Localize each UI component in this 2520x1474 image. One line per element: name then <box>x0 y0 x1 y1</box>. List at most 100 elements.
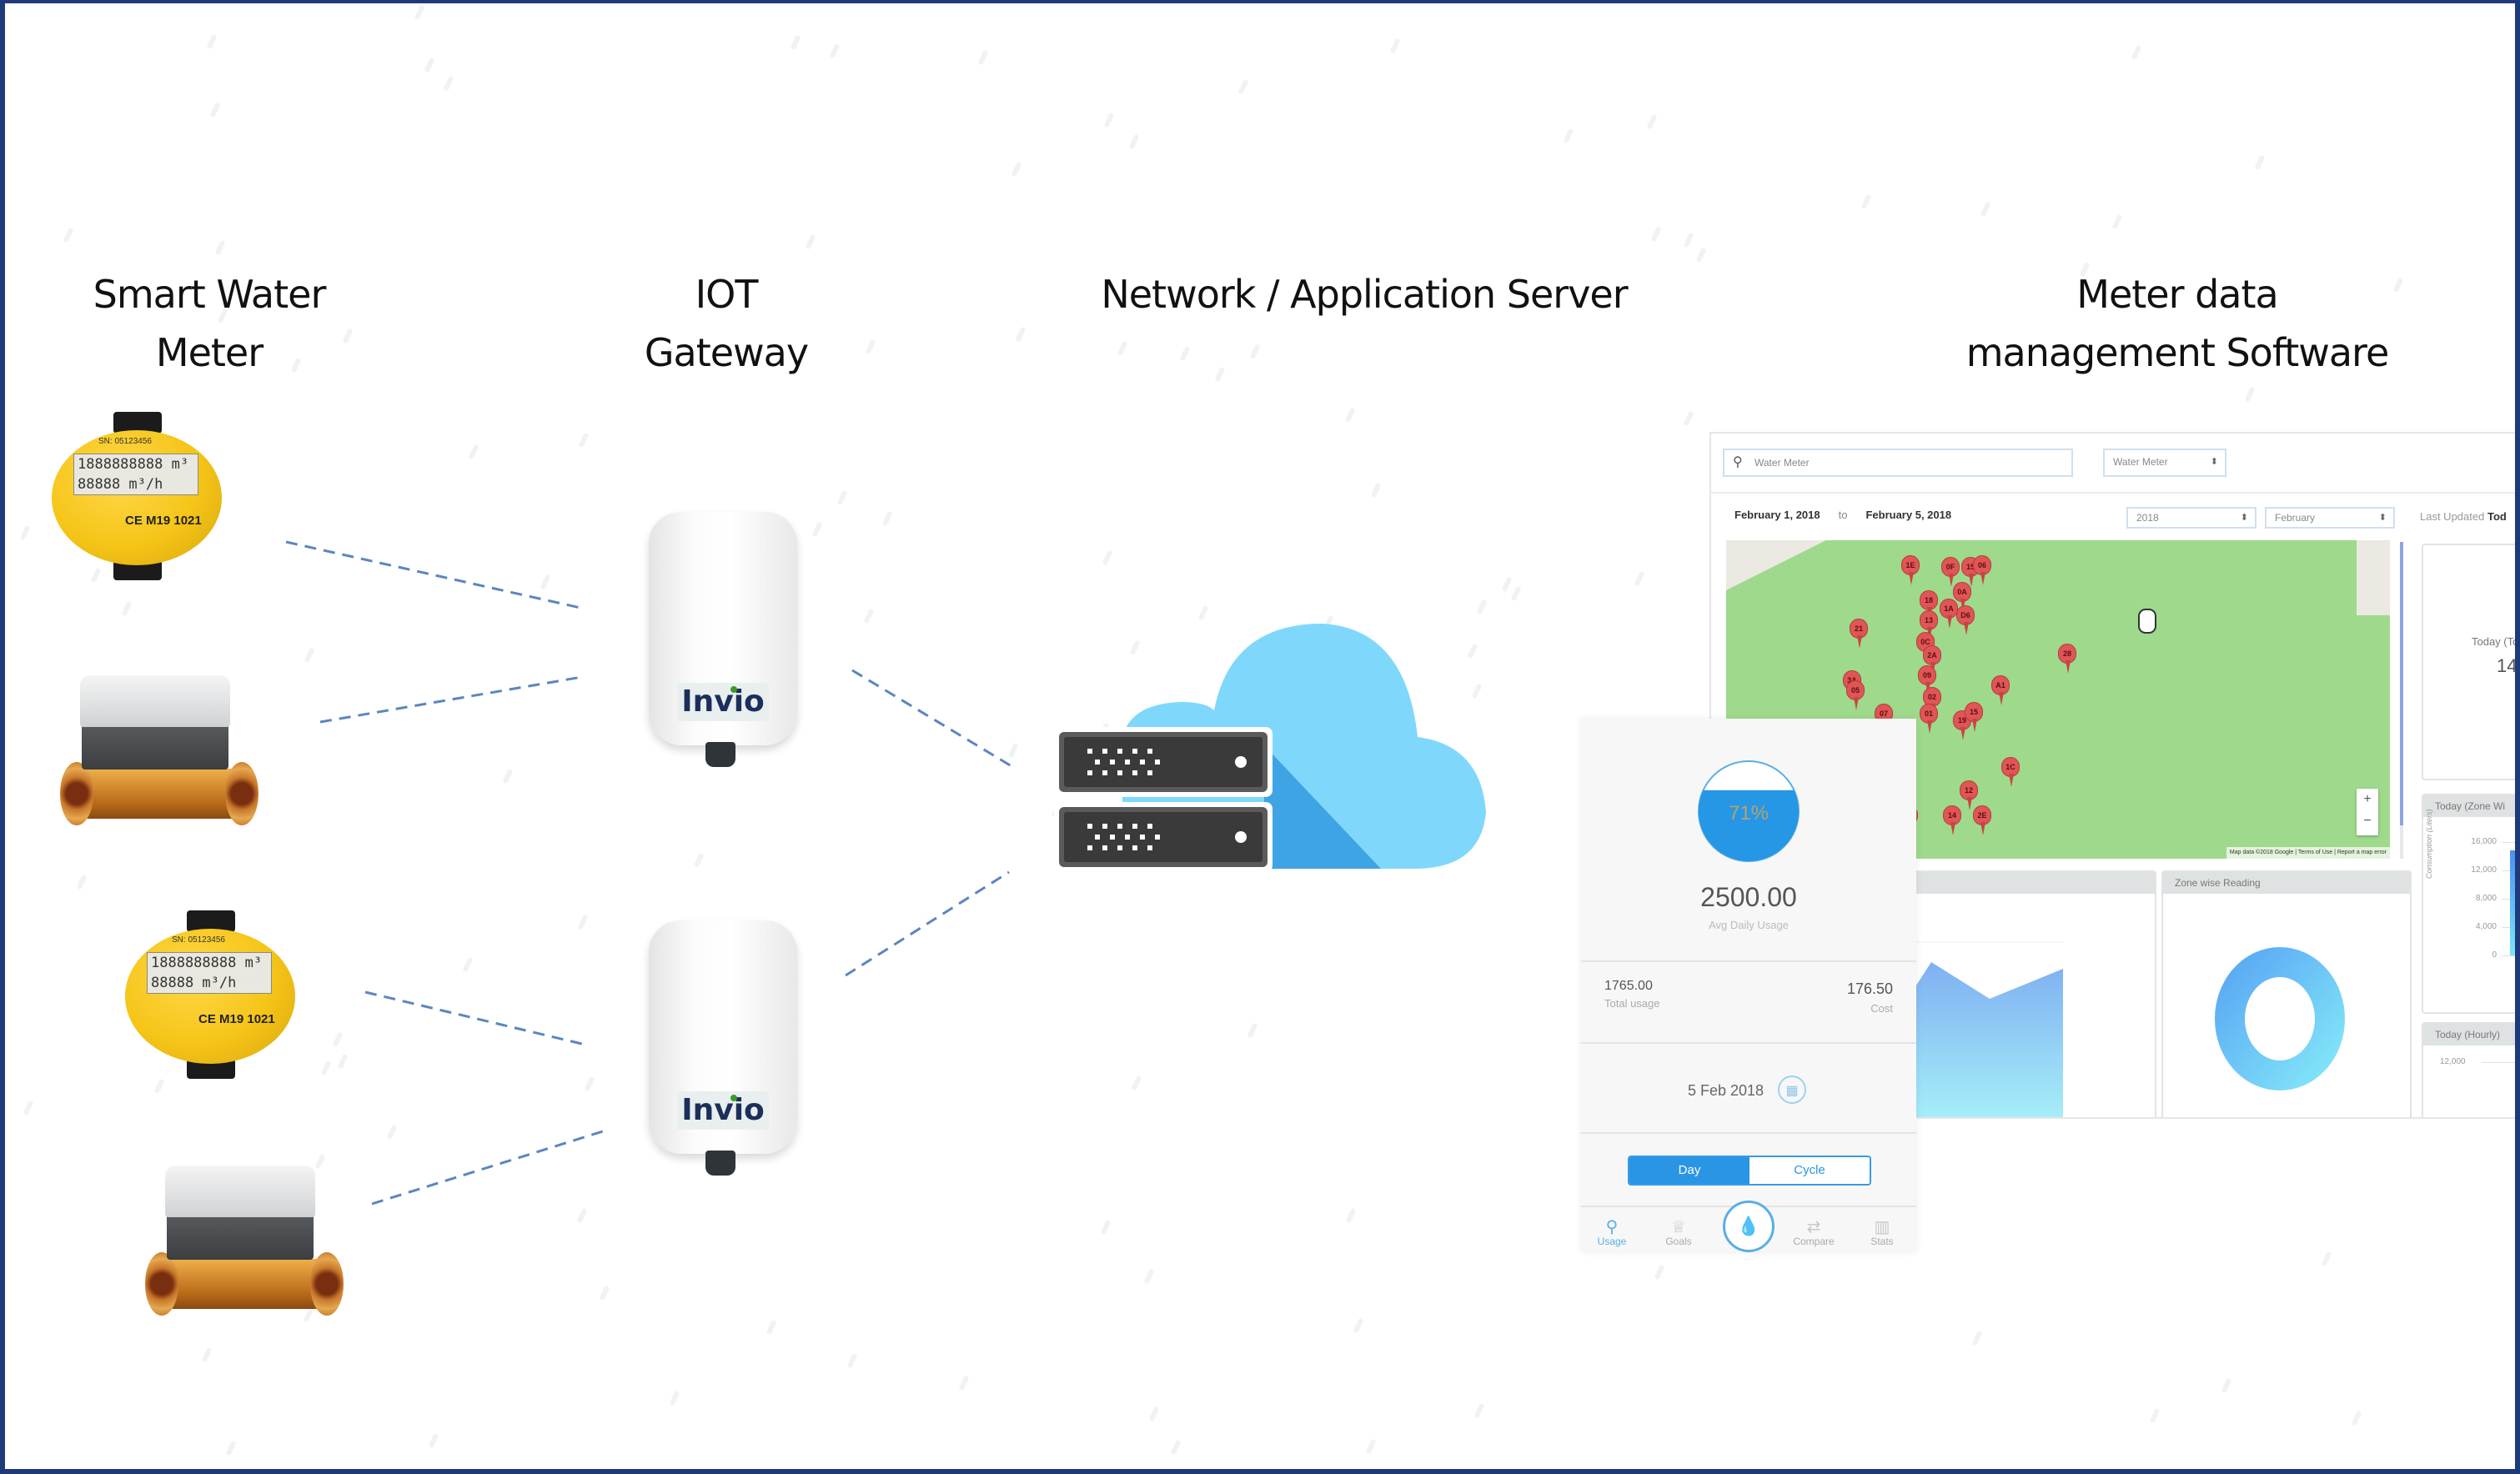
vent-dot <box>1147 749 1152 754</box>
tab-label: Stats <box>1870 1236 1894 1247</box>
usage-area-chart <box>1913 941 2063 1117</box>
map-pin[interactable]: 06 <box>1973 555 1991 585</box>
lcd-bottom-reading: 88888 m³/h <box>78 476 163 493</box>
scrollbar-track[interactable] <box>2400 542 2403 859</box>
y-tick: 8,000 <box>2475 894 2497 903</box>
hourly-panel: Today (Hourly) 12,000 <box>2422 1022 2515 1117</box>
select-arrow-icon: ⬍ <box>2210 457 2218 467</box>
meter-map[interactable]: 1E0F15060A181A13D6210C2A09283A05A1020701… <box>1726 540 2390 859</box>
vent-dot <box>1087 749 1092 754</box>
map-marker-selected[interactable] <box>2138 609 2156 634</box>
search-input[interactable]: ⚲ Water Meter <box>1723 449 2073 477</box>
meter-body <box>125 929 295 1064</box>
connector-lines <box>285 540 1017 1206</box>
panel-header: Zone wise Reading <box>2163 872 2410 894</box>
trophy-icon: ♕ <box>1671 1218 1686 1236</box>
gridline <box>2502 870 2515 871</box>
tab-stats[interactable]: ▥ Stats <box>1853 1219 1911 1247</box>
meter-pipe <box>148 1259 340 1309</box>
last-updated-label: Last Updated <box>2420 510 2485 523</box>
vent-dot <box>1155 835 1160 840</box>
divider <box>1581 1132 1916 1134</box>
panel-header <box>1913 872 2155 894</box>
pin-tail <box>1980 822 1985 835</box>
smart-water-meter-brass <box>60 675 259 842</box>
map-pin[interactable]: D6 <box>1956 605 1975 635</box>
y-tick: 12,000 <box>2440 1057 2466 1066</box>
zoom-out-button[interactable]: − <box>2363 814 2372 828</box>
pin-tail <box>1950 822 1955 835</box>
title-line: IOT <box>695 272 759 317</box>
title-line: management Software <box>1965 330 2390 375</box>
center-utilities-button[interactable]: 💧 <box>1723 1201 1775 1252</box>
map-pin[interactable]: A1 <box>1991 675 2010 705</box>
meter-connector-top <box>187 910 235 932</box>
date-from: February 1, 2018 <box>1734 509 1820 521</box>
map-report-link[interactable]: Report a map error <box>2337 850 2387 855</box>
meter-housing <box>82 721 228 770</box>
map-data-credit: Map data ©2018 Google <box>2229 850 2294 855</box>
tab-goals[interactable]: ♕ Goals <box>1649 1219 1708 1247</box>
connector-meter3-gateway2 <box>364 990 590 1047</box>
vent-dot <box>1132 824 1137 829</box>
month-select[interactable]: February⬍ <box>2265 507 2395 529</box>
vent-dot <box>1110 760 1115 765</box>
map-pin[interactable]: 12 <box>1960 780 1978 810</box>
vent-dot <box>1132 770 1137 775</box>
gateway-logo: Invio <box>677 1091 769 1130</box>
map-pin[interactable]: 05 <box>1846 680 1865 710</box>
panel-header: Today (Hourly) <box>2423 1024 2515 1045</box>
server-rack-icon <box>1054 727 1273 872</box>
cost-label: Cost <box>1870 1002 1893 1015</box>
map-pin[interactable]: 21 <box>1850 619 1868 649</box>
tab-label: Compare <box>1793 1236 1835 1247</box>
segment-cycle[interactable]: Cycle <box>1749 1157 1870 1184</box>
map-pin[interactable]: 2E <box>1973 805 1991 835</box>
year-select[interactable]: 2018⬍ <box>2126 507 2256 529</box>
pin-tail <box>1969 574 1974 587</box>
vent-dot <box>1117 749 1122 754</box>
map-pin[interactable]: 15 <box>1965 702 1983 732</box>
total-usage-label: Total usage <box>1604 997 1660 1010</box>
map-pin[interactable]: 1E <box>1901 555 1920 585</box>
donut-ring <box>2215 947 2345 1090</box>
usage-area-panel <box>1911 870 2156 1117</box>
selected-date: 5 Feb 2018 <box>1688 1082 1765 1099</box>
map-pin[interactable]: 14 <box>1943 805 1961 835</box>
vent-dot <box>1132 845 1137 850</box>
vent-dot <box>1147 770 1152 775</box>
tab-usage[interactable]: ⚲ Usage <box>1583 1219 1641 1247</box>
map-attribution: Map data ©2018 Google | Terms of Use | R… <box>2226 847 2390 859</box>
meter-type-select[interactable]: Water Meter⬍ <box>2103 449 2226 477</box>
pin-tail <box>2066 660 2071 674</box>
vent-dot <box>1155 760 1160 765</box>
divider <box>1581 1042 1916 1044</box>
map-pin[interactable]: 1C <box>2001 757 2020 787</box>
meter-serial: SN: 05123456 <box>98 437 152 446</box>
select-arrow-icon: ⬍ <box>2240 513 2248 523</box>
pin-tail <box>2009 774 2014 787</box>
vent-dot <box>1117 845 1122 850</box>
map-pin[interactable]: 28 <box>2058 644 2076 674</box>
vent-dot <box>1102 824 1107 829</box>
gridline <box>2502 955 2515 956</box>
select-arrow-icon: ⬍ <box>2378 513 2387 523</box>
map-terms-link[interactable]: Terms of Use <box>2297 850 2333 855</box>
zoom-in-button[interactable]: + <box>2363 792 2372 806</box>
tab-compare[interactable]: ⇄ Compare <box>1785 1219 1843 1247</box>
title-line: Meter <box>155 330 264 375</box>
pin-tail <box>1949 574 1954 587</box>
map-pin[interactable]: 1A <box>1940 599 1958 629</box>
segment-day[interactable]: Day <box>1629 1157 1749 1184</box>
date-to: February 5, 2018 <box>1865 509 1952 521</box>
map-pin[interactable]: 0F <box>1941 557 1960 587</box>
cloud-server-illustration <box>1054 624 1486 872</box>
scrollbar-thumb[interactable] <box>2400 542 2403 825</box>
map-land <box>2357 540 2390 615</box>
pin-tail <box>1909 572 1914 585</box>
stats-icon: ▥ <box>1874 1218 1890 1236</box>
calendar-button[interactable]: ▦ <box>1778 1075 1806 1104</box>
vent-dot <box>1087 770 1092 775</box>
map-pin[interactable]: 01 <box>1920 704 1938 734</box>
